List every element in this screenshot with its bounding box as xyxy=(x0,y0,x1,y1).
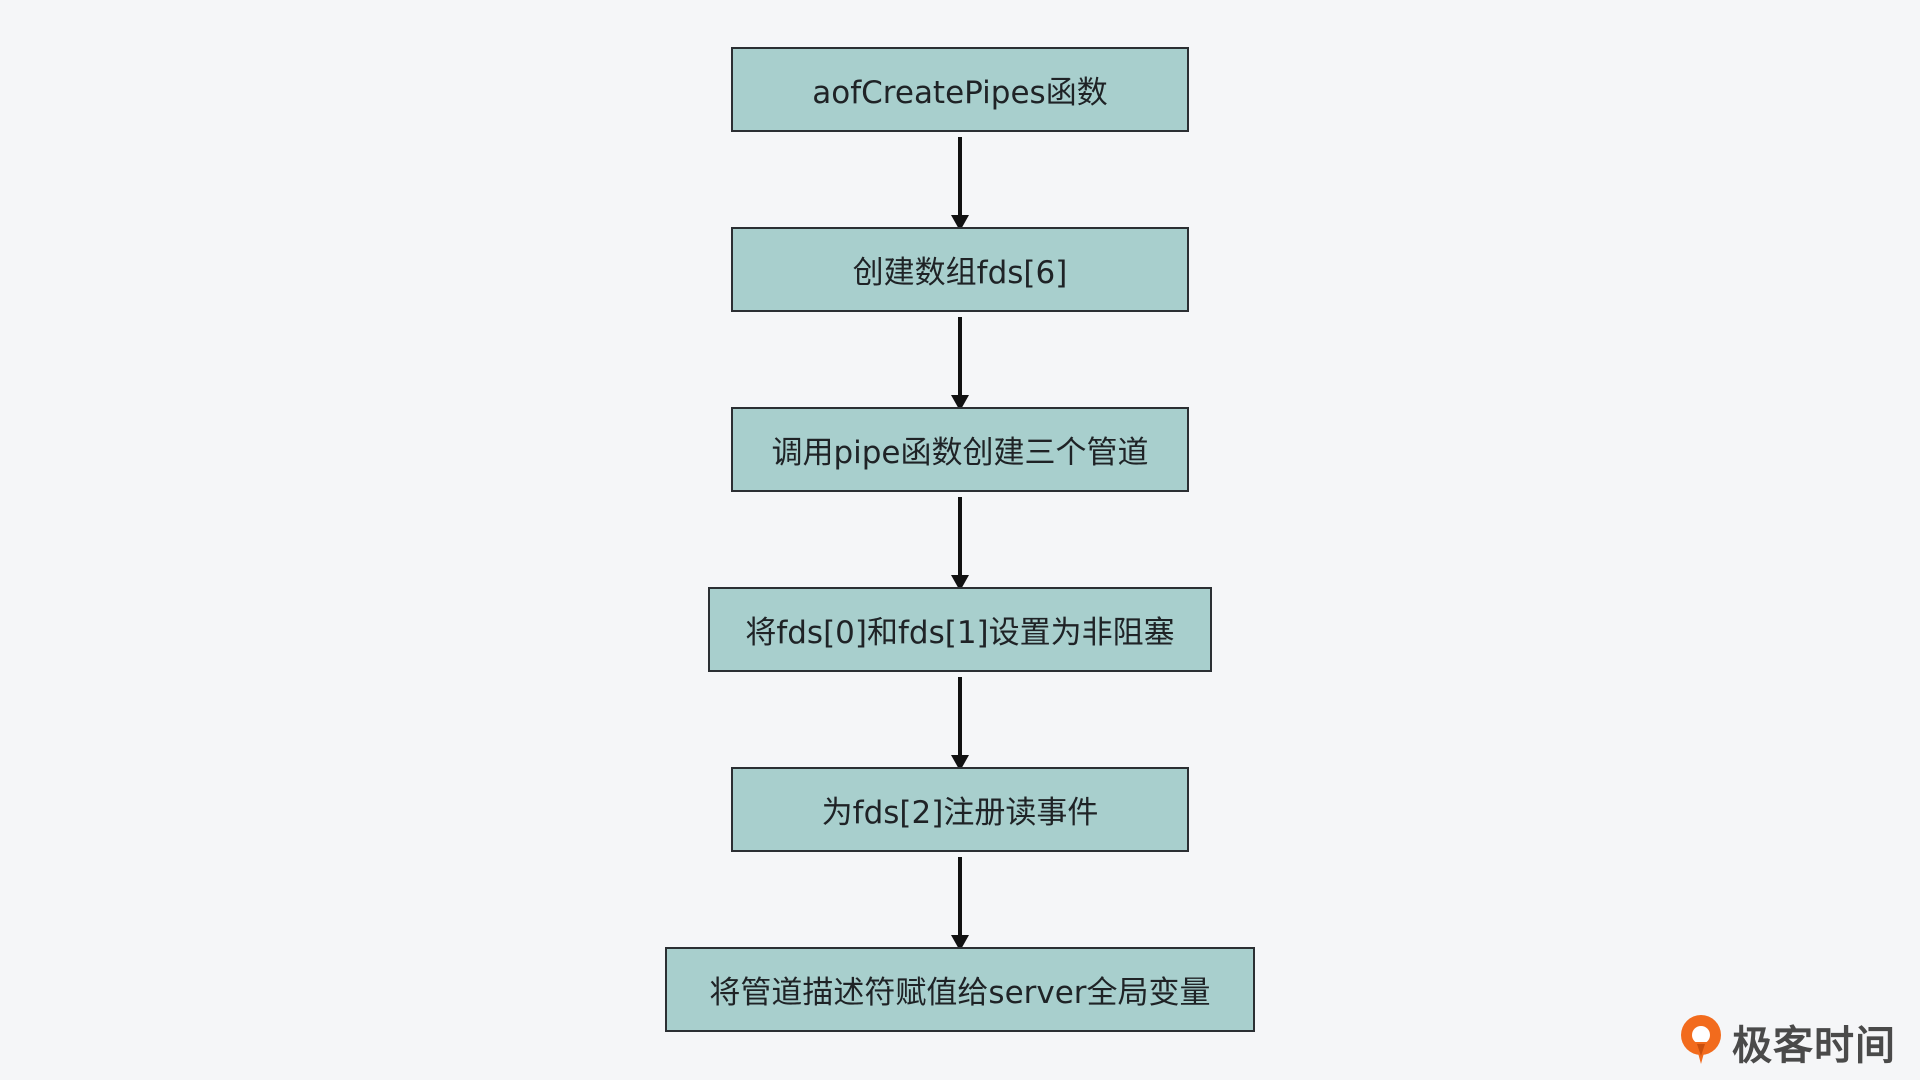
step-call-pipe: 调用pipe函数创建三个管道 xyxy=(731,407,1189,492)
step-label: 将管道描述符赋值给server全局变量 xyxy=(709,975,1211,1011)
brand-name: 极客时间 xyxy=(1732,1023,1896,1069)
step-assign-to-server: 将管道描述符赋值给server全局变量 xyxy=(665,947,1255,1032)
step-label: 创建数组fds[6] xyxy=(852,255,1068,291)
brand-logo: 极客时间 xyxy=(1676,1012,1896,1072)
step-set-nonblocking: 将fds[0]和fds[1]设置为非阻塞 xyxy=(708,587,1212,672)
step-label: 将fds[0]和fds[1]设置为非阻塞 xyxy=(745,615,1175,651)
step-label: aofCreatePipes函数 xyxy=(812,75,1108,111)
flow-arrow xyxy=(951,677,969,772)
step-create-fds-array: 创建数组fds[6] xyxy=(731,227,1189,312)
flow-arrow xyxy=(951,317,969,412)
step-aof-create-pipes: aofCreatePipes函数 xyxy=(731,47,1189,132)
step-label: 调用pipe函数创建三个管道 xyxy=(771,435,1149,471)
step-label: 为fds[2]注册读事件 xyxy=(821,795,1099,831)
flow-arrow xyxy=(951,857,969,952)
step-register-read-event: 为fds[2]注册读事件 xyxy=(731,767,1189,852)
flow-arrow xyxy=(951,497,969,592)
geekbang-logo-icon xyxy=(1681,1015,1721,1064)
flow-arrow xyxy=(951,137,969,232)
